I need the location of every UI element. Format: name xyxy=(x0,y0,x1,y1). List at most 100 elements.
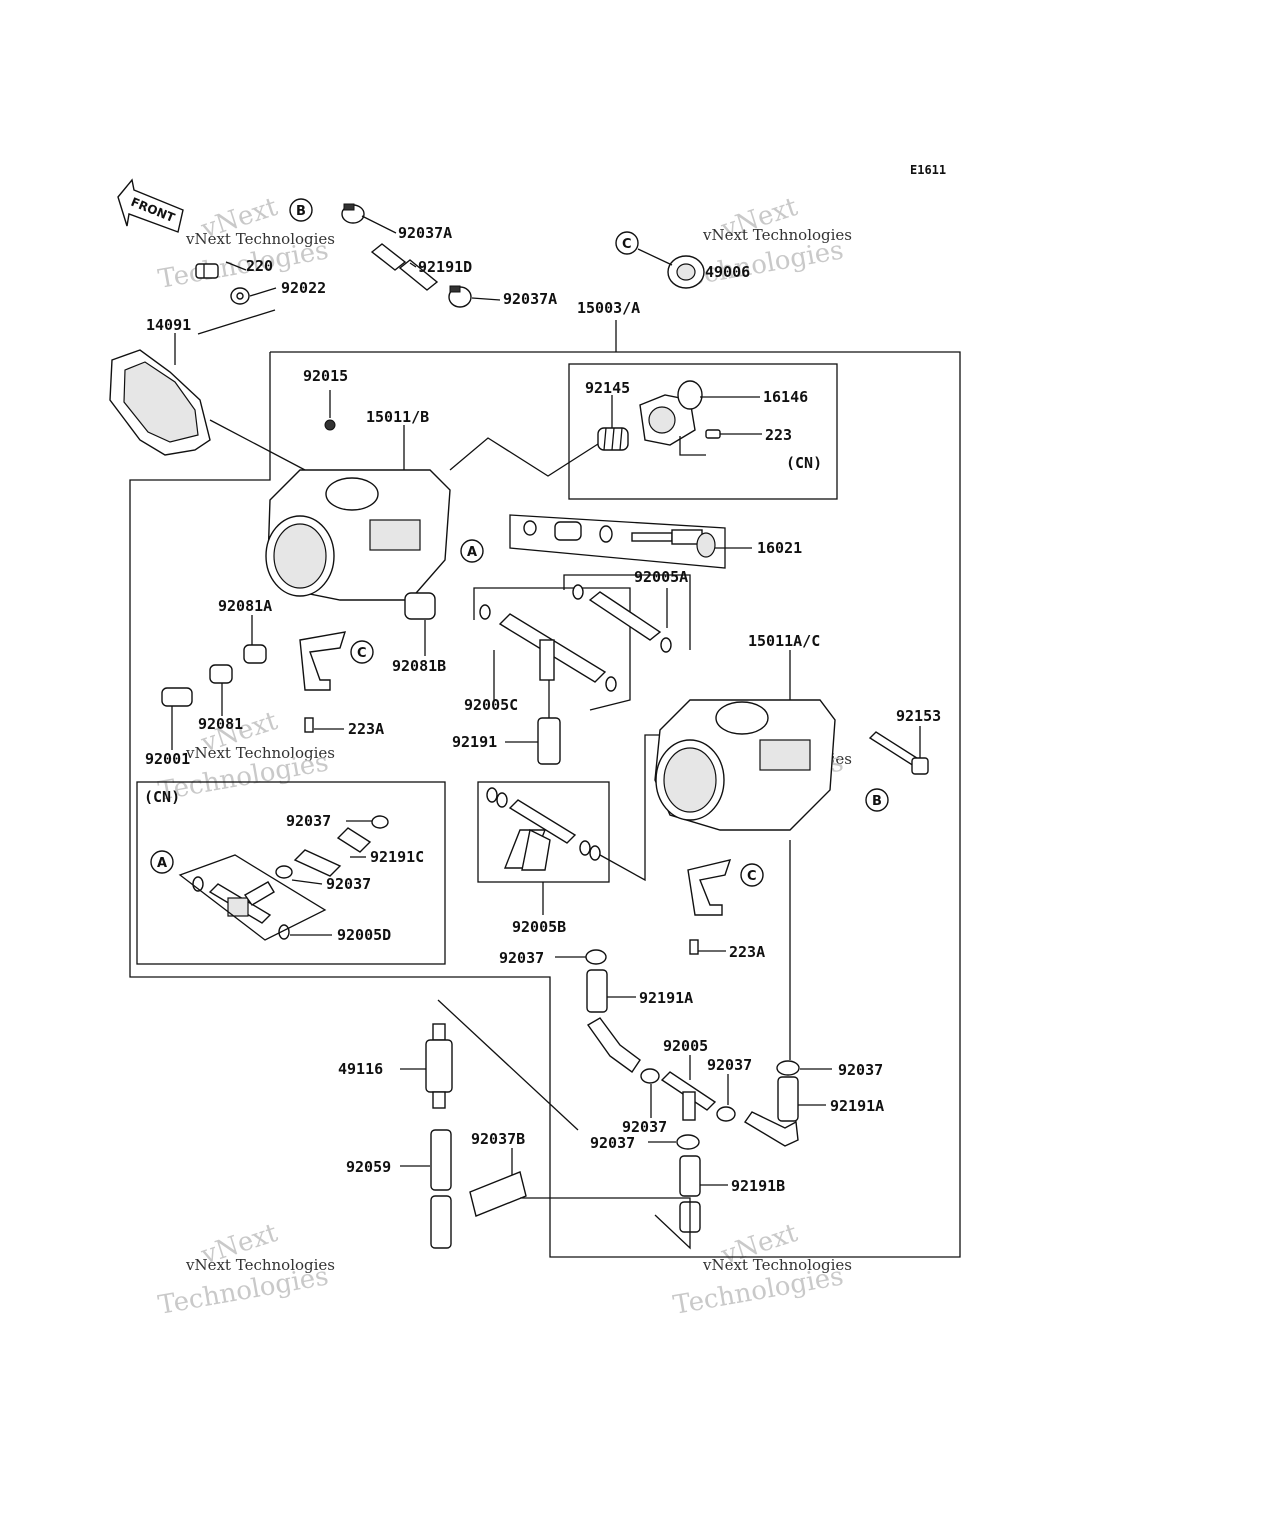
clamp-92037A-bottom-icon xyxy=(448,285,472,308)
hose-92191-icon xyxy=(537,717,561,765)
watermark-company: vNext Technologies xyxy=(702,1256,852,1274)
part-label: 49116 xyxy=(338,1060,383,1078)
part-label: 92005C xyxy=(464,696,518,714)
spring-92081A-icon xyxy=(243,644,267,664)
callout-b-top: B xyxy=(289,198,313,222)
clamp-92037-cn-icon xyxy=(275,815,389,879)
part-label: 92153 xyxy=(896,707,941,725)
leader-line xyxy=(361,215,397,234)
hose-92191A-right-icon xyxy=(743,1076,799,1147)
filter-49116-icon xyxy=(425,1023,453,1109)
part-label: 92037 xyxy=(499,949,544,967)
part-label: 92022 xyxy=(281,279,326,297)
part-label: 92191A xyxy=(830,1097,884,1115)
watermark-company: vNext Technologies xyxy=(185,744,335,762)
watermark-bottom-right: vNext vNext Technologies Technologies xyxy=(671,1218,852,1321)
svg-text:B: B xyxy=(296,204,306,219)
svg-text:A: A xyxy=(157,856,167,871)
screw-92001-icon xyxy=(161,687,193,707)
part-label: 92005 xyxy=(663,1037,708,1055)
cn-box-top xyxy=(568,363,838,500)
part-label: 92191D xyxy=(418,258,472,276)
leader-line xyxy=(599,734,660,882)
pipe-box-92005A xyxy=(563,574,691,650)
callout-c-right: C xyxy=(740,863,764,887)
callout-b-right: B xyxy=(865,788,889,812)
cn-label-top: (CN) xyxy=(786,454,822,472)
pipe-box-92005C xyxy=(473,587,631,711)
leader-line xyxy=(249,287,277,297)
hose-92191D-icon xyxy=(370,243,439,291)
part-label: 92037 xyxy=(590,1134,635,1152)
part-label: 92005B xyxy=(512,918,566,936)
part-label: 92037 xyxy=(707,1056,752,1074)
front-arrow-icon: FRONT xyxy=(117,178,184,233)
carburetor-15011AC-icon xyxy=(654,699,836,831)
part-label: 92191 xyxy=(452,733,497,751)
part-label: 92001 xyxy=(145,750,190,768)
part-label: 92081B xyxy=(392,657,446,675)
carburetor-15011B-icon xyxy=(265,419,451,601)
bolt-220-icon xyxy=(195,263,219,279)
hose-92191C-icon xyxy=(293,827,372,877)
leader-line xyxy=(225,261,247,271)
part-label: 92037A xyxy=(503,290,557,308)
callout-a-mid: A xyxy=(460,539,484,563)
part-label: 15003/A xyxy=(577,299,640,317)
pipe-92005A-icon xyxy=(572,584,672,653)
part-label: 15011/B xyxy=(366,408,429,426)
part-label: 92191A xyxy=(639,989,693,1007)
leader-line xyxy=(679,436,706,456)
svg-text:A: A xyxy=(467,545,477,560)
part-label: 220 xyxy=(246,257,273,275)
watermark-company: vNext Technologies xyxy=(185,230,335,248)
part-label: 16146 xyxy=(763,388,808,406)
leader-line xyxy=(637,248,673,266)
clamp-92037-lower-icon xyxy=(585,949,800,1150)
part-label: 92081A xyxy=(218,597,272,615)
svg-text:C: C xyxy=(357,646,367,661)
bracket-223A-left-icon xyxy=(299,631,347,733)
callout-c-top: C xyxy=(615,231,639,255)
part-label: 92005A xyxy=(634,568,688,586)
callout-c-left: C xyxy=(350,640,374,664)
leader-line xyxy=(291,879,323,885)
part-label: 92037 xyxy=(326,875,371,893)
part-label: 92037B xyxy=(471,1130,525,1148)
part-label: 92037A xyxy=(398,224,452,242)
spring-92081-icon xyxy=(209,664,233,684)
pipe-box-16021 xyxy=(509,514,726,569)
pipe-92005D-icon xyxy=(192,876,290,940)
screw-set-16021-icon xyxy=(523,520,716,558)
watermark-company: vNext Technologies xyxy=(702,226,852,244)
diagram-code: E1611 xyxy=(910,163,946,177)
part-label: 92081 xyxy=(198,715,243,733)
part-label: 15011A/C xyxy=(748,632,820,650)
screw-223-icon xyxy=(705,429,721,439)
part-label: 49006 xyxy=(705,263,750,281)
svg-text:C: C xyxy=(747,869,757,884)
pipe-box-92005D xyxy=(178,854,327,941)
leader-line xyxy=(471,297,501,301)
svg-text:B: B xyxy=(872,794,882,809)
hose-92059-icon xyxy=(430,1129,452,1249)
leader-line xyxy=(449,437,599,477)
part-label: 92145 xyxy=(585,379,630,397)
tee-92005-icon xyxy=(660,1071,717,1121)
leader-line xyxy=(520,1197,691,1250)
part-label: 92015 xyxy=(303,367,348,385)
part-label: 92059 xyxy=(346,1158,391,1176)
watermark-bottom-left: vNext vNext Technologies Technologies xyxy=(156,1218,335,1321)
cover-14091-icon xyxy=(109,349,211,456)
spring-92145-icon xyxy=(597,427,629,451)
part-label: 223A xyxy=(729,943,765,961)
part-label: 223A xyxy=(348,720,384,738)
bracket-223A-right-icon xyxy=(687,859,732,955)
part-label: 223 xyxy=(765,426,792,444)
part-label: 92037 xyxy=(286,812,331,830)
spring-92081B-icon xyxy=(404,592,436,620)
pipe-92005B-icon xyxy=(486,787,601,871)
clamp-92037B-icon xyxy=(469,1171,527,1217)
cn-label-left: (CN) xyxy=(144,788,180,806)
